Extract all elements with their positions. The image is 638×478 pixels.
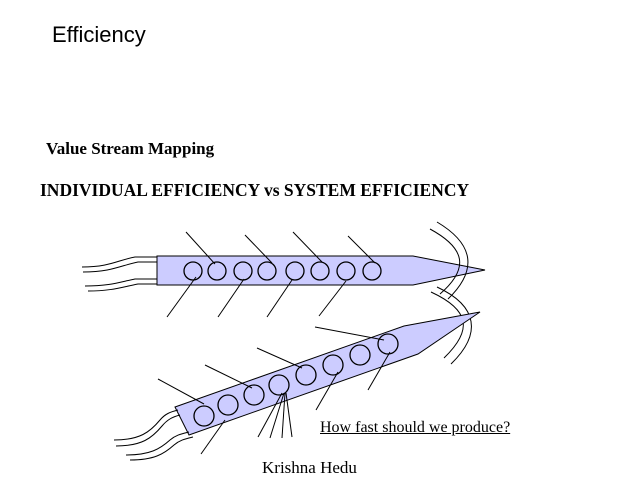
lower-bead-5 [295,364,317,386]
lower-bead-2 [217,394,239,416]
upper-pipe-beads [183,261,382,281]
upper-pipe [81,231,486,318]
question-link[interactable]: How fast should we produce? [320,419,511,436]
lower-pipe [113,311,481,461]
lower-bead-6 [322,354,344,376]
upper-bead-5 [285,261,305,281]
upper-inflow-lines [81,256,157,292]
lower-bead-7 [349,344,371,366]
footer-author: Krishna Hedu [262,458,357,477]
lower-bead-4 [268,374,290,396]
outflow-curves [429,221,472,365]
lower-pipe-beads [193,333,399,427]
slide-title: Efficiency [52,22,146,47]
upper-bead-1 [183,261,203,281]
lower-bead-3 [243,384,265,406]
upper-pipe-sticks [166,231,376,318]
section-subtitle: Value Stream Mapping [46,139,215,158]
lower-bead-8 [377,333,399,355]
upper-bead-4 [257,261,277,281]
comparison-heading: INDIVIDUAL EFFICIENCY vs SYSTEM EFFICIEN… [40,180,470,200]
lower-bead-1 [193,405,215,427]
upper-bead-7 [336,261,356,281]
lower-pipe-sticks [157,326,391,455]
upper-bead-8 [362,261,382,281]
lower-inflow-lines [113,409,194,461]
upper-bead-2 [207,261,227,281]
upper-bead-6 [310,261,330,281]
